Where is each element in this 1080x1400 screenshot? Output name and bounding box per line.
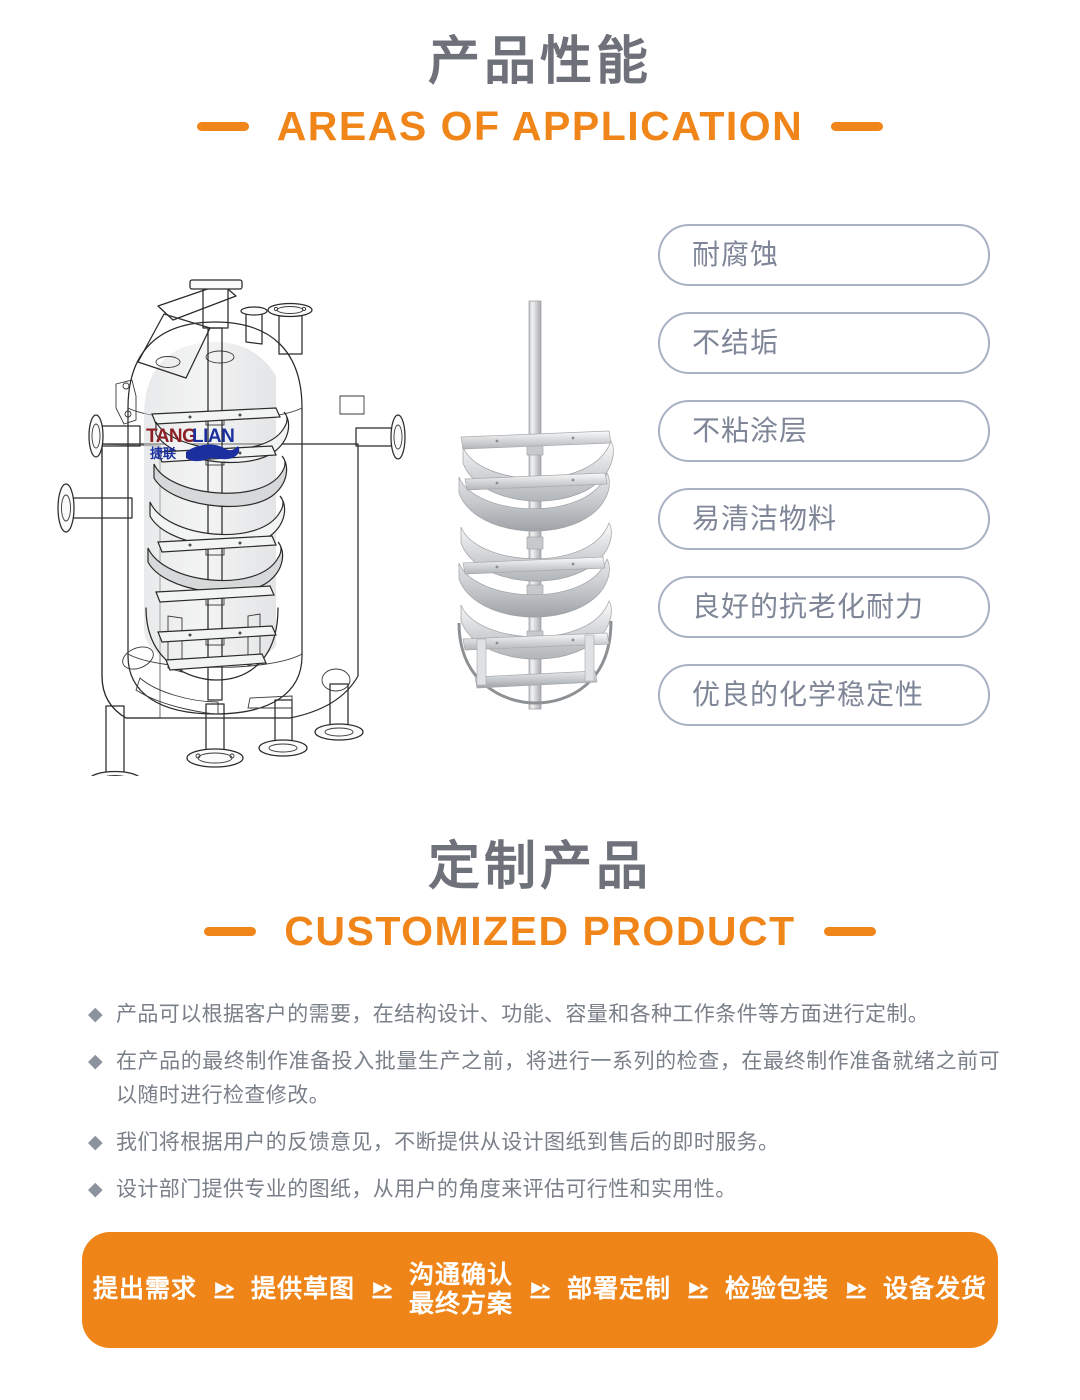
logo-text-cn: 捷联 — [150, 446, 176, 461]
list-item-text: 产品可以根据客户的需要，在结构设计、功能、容量和各种工作条件等方面进行定制。 — [116, 1003, 930, 1026]
feature-label: 不结垢 — [692, 327, 780, 358]
dash-right-icon — [831, 121, 884, 131]
process-step: 设备发货 — [883, 1275, 988, 1304]
double-chevron-right-icon — [688, 1282, 709, 1299]
feature-pill: 易清洁物料 — [658, 488, 990, 550]
diamond-bullet-icon: ◆ — [88, 1132, 103, 1153]
diamond-bullet-icon: ◆ — [88, 1004, 103, 1025]
section-heading-performance: 产品性能 AREAS OF APPLICATION — [0, 33, 1080, 150]
dash-left-icon — [196, 121, 249, 131]
feature-label: 优良的化学稳定性 — [692, 679, 925, 710]
double-chevron-right-icon — [530, 1282, 551, 1299]
feature-pill: 良好的抗老化耐力 — [658, 576, 990, 638]
page-title: 产品性能 — [427, 33, 652, 91]
feature-label: 良好的抗老化耐力 — [692, 591, 925, 622]
internal-agitator — [145, 327, 290, 701]
process-step: 检验包装 — [725, 1275, 830, 1304]
double-chevron-right-icon — [846, 1282, 867, 1299]
diamond-bullet-icon: ◆ — [88, 1051, 103, 1072]
process-step: 部署定制 — [567, 1275, 672, 1304]
section-subtitle: CUSTOMIZED PRODUCT — [284, 907, 796, 954]
side-nozzles — [57, 379, 406, 533]
reaction-vessel-illustration: TANG LIAN 捷联 — [57, 279, 406, 776]
dash-right-icon — [823, 926, 876, 936]
feature-list: 耐腐蚀 不结垢 不粘涂层 易清洁物料 良好的抗老化耐力 优良的化学稳定性 — [658, 224, 990, 726]
section-heading-customized: 定制产品 CUSTOMIZED PRODUCT — [0, 838, 1080, 955]
feature-pill: 不结垢 — [658, 312, 990, 374]
logo-mark-icon — [186, 444, 240, 462]
feature-label: 不粘涂层 — [692, 415, 809, 446]
section-title: 定制产品 — [427, 838, 652, 896]
subtitle-row: CUSTOMIZED PRODUCT — [0, 908, 1080, 955]
logo-text-lian: LIAN — [192, 426, 234, 447]
brand-logo: TANG LIAN 捷联 — [146, 426, 240, 462]
feature-pill: 优良的化学稳定性 — [658, 664, 990, 726]
dash-left-icon — [204, 926, 257, 936]
double-chevron-right-icon — [214, 1282, 235, 1299]
product-showcase: TANG LIAN 捷联 — [0, 196, 1080, 796]
process-flow-bar: 提出需求 提供草图 沟通确认 最终方案 部署定制 检验包装 — [82, 1232, 998, 1348]
process-step: 提供草图 — [250, 1275, 355, 1304]
feature-label: 耐腐蚀 — [692, 239, 780, 270]
logo-text-tang: TANG — [146, 426, 196, 447]
double-chevron-right-icon — [372, 1282, 393, 1299]
list-item-text: 设计部门提供专业的图纸，从用户的角度来评估可行性和实用性。 — [116, 1178, 737, 1201]
feature-pill: 耐腐蚀 — [658, 224, 990, 286]
list-item: ◆ 产品可以根据客户的需要，在结构设计、功能、容量和各种工作条件等方面进行定制。 — [88, 998, 1000, 1032]
top-nozzles — [137, 279, 313, 379]
list-item: ◆ 设计部门提供专业的图纸，从用户的角度来评估可行性和实用性。 — [88, 1173, 1000, 1207]
subtitle-row: AREAS OF APPLICATION — [0, 103, 1080, 150]
list-item: ◆ 在产品的最终制作准备投入批量生产之前，将进行一系列的检查，在最终制作准备就绪… — [88, 1045, 1000, 1113]
feature-label: 易清洁物料 — [692, 503, 838, 534]
list-item-text: 在产品的最终制作准备投入批量生产之前，将进行一系列的检查，在最终制作准备就绪之前… — [116, 1050, 1000, 1107]
page-subtitle: AREAS OF APPLICATION — [276, 102, 804, 149]
diamond-bullet-icon: ◆ — [88, 1179, 103, 1200]
process-step: 沟通确认 最终方案 — [408, 1260, 513, 1319]
feature-pill: 不粘涂层 — [658, 400, 990, 462]
agitator-ribbon — [457, 430, 614, 705]
list-item: ◆ 我们将根据用户的反馈意见，不断提供从设计图纸到售后的即时服务。 — [88, 1126, 1000, 1160]
vessel-legs — [90, 646, 364, 776]
list-item-text: 我们将根据用户的反馈意见，不断提供从设计图纸到售后的即时服务。 — [116, 1131, 780, 1154]
process-step: 提出需求 — [92, 1275, 197, 1304]
customization-bullet-list: ◆ 产品可以根据客户的需要，在结构设计、功能、容量和各种工作条件等方面进行定制。… — [88, 998, 1000, 1220]
helical-ribbon-agitator-illustration — [457, 300, 614, 710]
